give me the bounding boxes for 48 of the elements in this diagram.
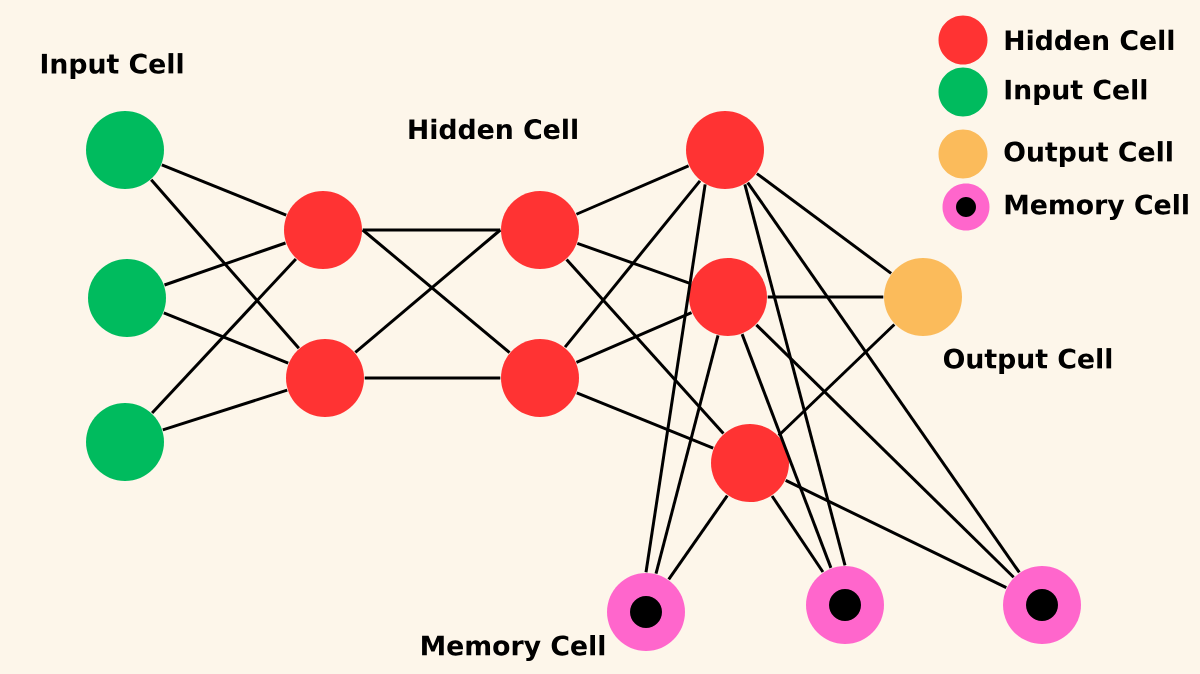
hidden-cell-circle [689,258,767,336]
connection-line [575,311,693,364]
cell-label: Hidden Cell [409,118,577,140]
connection-line [150,178,300,350]
connection-line [575,164,690,216]
input-cell-circle [86,403,164,481]
connection-line [667,494,729,581]
connection-line [756,172,892,275]
connection-line [770,495,825,573]
hidden-cell-circle [686,111,764,189]
hidden-cell-circle [284,191,362,269]
input-cell-circle [86,111,164,189]
output-cell-circle [884,258,962,336]
connection-line [576,241,692,286]
connection-line [362,228,501,232]
connection-line [164,241,286,287]
hidden-cell-circle [711,424,789,502]
connection-line [743,184,847,566]
connection-line [654,335,720,574]
connection-line [161,163,287,217]
memory-cell-circle [806,566,884,644]
cell-label: Memory Cell [422,635,605,662]
cell-label: Output Cell [943,348,1112,374]
legend-label: Input Cell [1005,79,1147,105]
connection-line [785,479,1007,589]
connection-line [767,295,884,299]
connection-line [565,258,725,435]
connection-line [746,181,1021,574]
connection-line [644,184,707,573]
connection-line [777,323,896,437]
legend-label: Memory Cell [1005,194,1188,221]
hidden-cell-circle [501,339,579,417]
cell-label: Input Cell [41,53,183,79]
legend-label: Hidden Cell [1005,29,1174,51]
input-cell-circle [88,259,166,337]
connection-line [364,376,501,380]
hidden-cell-circle [501,191,579,269]
legend-label: Output Cell [1004,141,1172,167]
connection-line [576,391,714,450]
connection-line [755,323,1015,579]
hidden-cell-circle [286,339,364,417]
memory-cell-circle [1003,566,1081,644]
connection-line [162,388,288,432]
connection-line [563,179,702,349]
connection-line [163,311,289,365]
connection-line [151,258,297,414]
memory-cell-circle [607,573,685,651]
connection-line [740,333,833,569]
